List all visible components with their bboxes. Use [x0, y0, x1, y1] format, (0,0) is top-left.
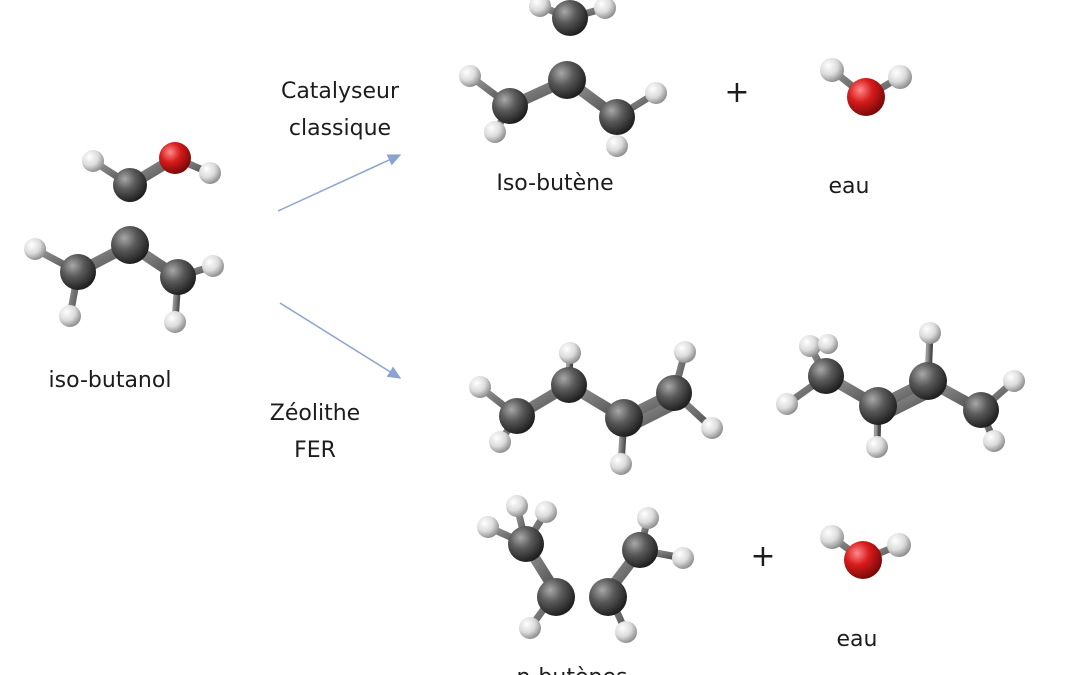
- water-molecule-bottom: [820, 525, 911, 579]
- top-water-label: eau: [829, 174, 870, 199]
- water-molecule-top: [820, 58, 912, 116]
- cis-2-butene-molecule: [477, 495, 694, 643]
- bottom-plus-sign: +: [750, 539, 775, 574]
- top-product-label: Iso-butène: [496, 171, 613, 196]
- 1-butene-molecule: [469, 341, 723, 475]
- top-condition-line1: Catalyseur: [281, 79, 400, 104]
- bottom-water-label: eau: [837, 627, 878, 652]
- top-reaction-arrow: [277, 154, 402, 212]
- top-condition-line2: classique: [289, 116, 391, 141]
- top-plus-sign: +: [724, 75, 749, 110]
- trans-2-butene-molecule: [776, 322, 1025, 458]
- oxygen-atom: [159, 142, 191, 174]
- bottom-condition-line1: Zéolithe: [270, 401, 360, 426]
- bottom-products-label: n-butènes: [517, 665, 628, 675]
- isobutene-molecule: [459, 0, 667, 157]
- bottom-condition-line2: FER: [294, 438, 336, 463]
- bottom-reaction-arrow: [279, 302, 402, 379]
- reactant-label: iso-butanol: [49, 368, 172, 393]
- isobutanol-molecule: [24, 142, 224, 333]
